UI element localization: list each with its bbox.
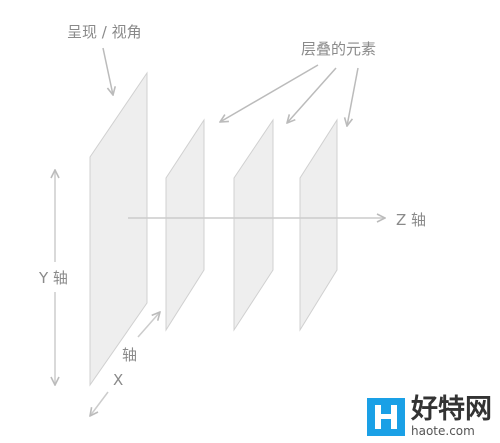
layer-pointer-arrow-1: [220, 64, 319, 122]
layers-label: 层叠的元素: [301, 40, 376, 58]
x-axis-line-down: [90, 391, 109, 416]
viewport-pointer-arrow: [102, 47, 113, 95]
x-axis-line-up: [137, 312, 160, 338]
layer-plane-3: [299, 118, 338, 332]
haote-logo-icon: [367, 397, 405, 436]
layer-plane-2: [233, 118, 274, 332]
x-axis-letter-label: X: [113, 371, 123, 389]
layer-pointer-arrow-3: [347, 67, 359, 126]
viewport-plane: [89, 71, 148, 387]
watermark: 好特网 haote.com: [367, 396, 492, 437]
watermark-site: haote.com: [411, 424, 475, 438]
x-axis-word-label: 轴: [122, 346, 137, 364]
viewport-label: 呈现 / 视角: [67, 23, 142, 41]
y-axis-label: Y 轴: [38, 269, 68, 287]
z-axis-label: Z 轴: [396, 211, 426, 229]
layer-plane-1: [165, 118, 205, 332]
layer-pointer-arrow-2: [287, 67, 337, 123]
watermark-brand: 好特网: [411, 394, 492, 425]
